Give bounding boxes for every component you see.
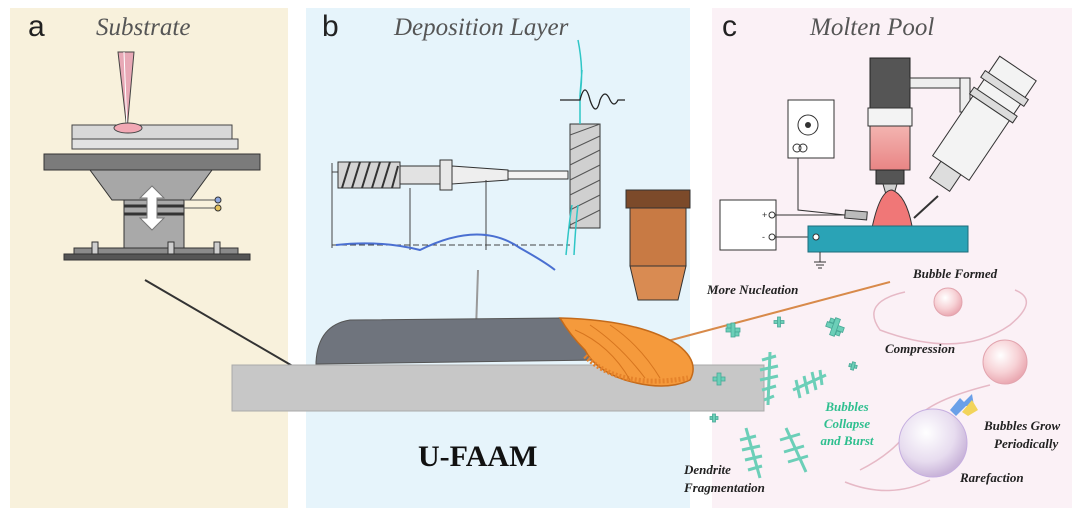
panel-c-title: Molten Pool [810, 14, 935, 41]
negative-terminal-symbol: - [762, 232, 765, 242]
bubble-formed-label: Bubble Formed [913, 266, 998, 281]
rarefaction-label: Rarefaction [960, 470, 1024, 485]
more-nucleation-label: More Nucleation [707, 282, 799, 297]
dendrites [709, 316, 858, 479]
deposition-bead [231, 317, 765, 412]
collapse-line2: Collapse [823, 416, 871, 431]
torch-nozzle [625, 189, 691, 301]
dendrite-label-line1: Dendrite [684, 462, 731, 477]
panel-a-title: Substrate [96, 14, 191, 41]
collapse-line3: and Burst [820, 433, 874, 448]
panel-deposition-layer [306, 8, 690, 508]
dendrite-label-line2: Fragmentation [684, 480, 765, 495]
compression-label: Compression [885, 341, 956, 356]
positive-terminal-symbol: + [762, 210, 767, 220]
u-faam-label: U-FAAM [418, 440, 538, 473]
welding-setup: + - [654, 55, 1037, 347]
bubbles-grow-label-line1: Bubbles Grow [984, 418, 1061, 433]
bubbles-grow-label-line2: Periodically [994, 436, 1059, 451]
panel-b-letter: b [322, 10, 339, 43]
panel-b-title: Deposition Layer [394, 14, 569, 41]
bubbles [844, 287, 1028, 492]
panel-a-letter: a [28, 10, 45, 43]
collapse-line1: Bubbles [825, 399, 869, 414]
substrate-apparatus [43, 51, 312, 379]
bubbles-collapse-label: Bubbles Collapse and Burst [814, 398, 880, 449]
panel-c-letter: c [722, 10, 737, 43]
ultrasonic-transducer [331, 39, 625, 333]
